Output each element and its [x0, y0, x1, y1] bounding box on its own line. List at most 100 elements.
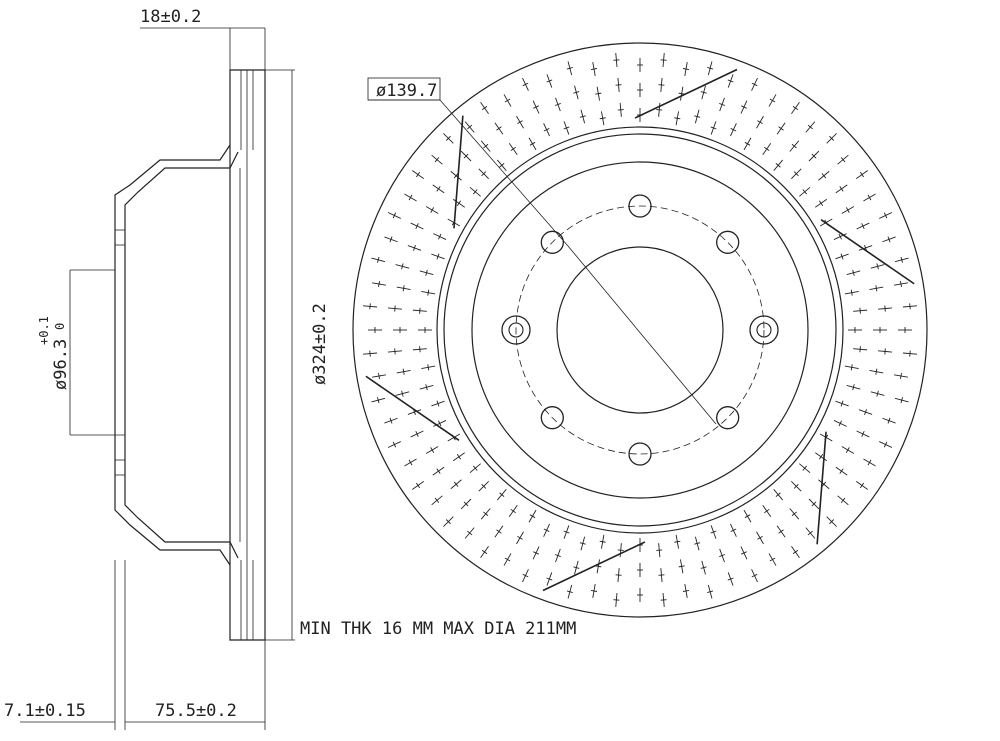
vent-tick-cross	[656, 549, 663, 551]
vent-tick-cross	[481, 483, 487, 489]
vent-tick-cross	[481, 549, 488, 555]
vent-tick-cross	[730, 128, 737, 132]
vent-tick-cross	[413, 409, 416, 416]
vent-tick-cross	[389, 417, 393, 424]
vent-tick-cross	[453, 173, 459, 179]
vent-tick-cross	[707, 590, 714, 593]
vent-tick-cross	[802, 189, 807, 195]
vent-tick-cross	[445, 519, 451, 525]
vent-tick-cross	[401, 263, 404, 270]
vent-tick-cross	[617, 109, 624, 111]
vent-tick-cross	[573, 566, 580, 569]
hat-profile-upper	[114, 144, 231, 270]
flange-thickness-dim: 7.1±0.15	[4, 701, 86, 721]
rotor-slot	[365, 375, 460, 441]
vent-tick-cross	[430, 447, 435, 453]
vent-tick-cross	[852, 269, 855, 276]
vent-tick-cross	[377, 397, 380, 404]
vent-tick-cross	[838, 420, 842, 427]
vent-tick-cross	[884, 348, 886, 355]
vent-tick-cross	[456, 454, 462, 460]
rotor-slot	[634, 68, 738, 119]
vent-tick-cross	[840, 157, 846, 163]
bolt-hole-inner	[508, 322, 524, 338]
vent-tick-cross	[707, 67, 714, 70]
vent-tick-cross	[438, 420, 442, 427]
vent-tick-cross	[554, 103, 561, 106]
vent-tick-cross	[793, 483, 799, 489]
vent-tick-cross	[900, 280, 902, 288]
vent-tick-cross	[751, 573, 758, 578]
vent-hole-pattern	[363, 53, 917, 607]
bolt-hole	[540, 406, 564, 430]
vent-tick-cross	[595, 565, 602, 568]
bolt-hole	[540, 230, 564, 254]
vent-tick-cross	[483, 143, 489, 149]
vent-tick-cross	[419, 307, 421, 314]
vent-tick-cross	[499, 163, 505, 168]
vent-tick-cross	[864, 409, 867, 416]
vent-tick-cross	[660, 59, 667, 61]
bolt-hole-inner	[756, 322, 772, 338]
vent-tick-cross	[430, 207, 435, 213]
vent-tick-cross	[700, 566, 707, 569]
vent-tick-cross	[453, 481, 459, 487]
vent-tick-cross	[369, 303, 371, 310]
vent-tick-cross	[415, 223, 419, 229]
vent-tick-cross	[425, 269, 428, 276]
vent-tick-cross	[909, 350, 911, 357]
vent-tick-cross	[529, 514, 536, 519]
vent-tick-cross	[867, 194, 872, 201]
vent-tick-cross	[682, 68, 690, 70]
vent-tick-cross	[769, 557, 776, 562]
vent-tick-cross	[656, 109, 663, 111]
vent-tick-cross	[700, 91, 707, 94]
vent-tick-cross	[546, 577, 553, 581]
vent-tick-cross	[658, 574, 665, 576]
vent-tick-cross	[369, 350, 371, 357]
vent-tick-cross	[554, 554, 561, 557]
vent-tick-cross	[845, 207, 850, 213]
outer-diameter-dim: ø324±0.2	[310, 303, 330, 385]
vent-tick-cross	[436, 253, 440, 260]
vent-tick-cross	[875, 368, 878, 375]
rotor-slot	[816, 431, 827, 545]
vent-tick-cross	[436, 468, 441, 474]
vent-tick-cross	[434, 157, 440, 163]
vent-tick-cross	[811, 153, 817, 159]
vent-tick-cross	[840, 497, 846, 503]
vent-tick-cross	[775, 163, 781, 168]
rotor-slot	[542, 541, 646, 592]
vent-tick-cross	[504, 98, 511, 103]
min-thk-note: MIN THK 16 MM MAX DIA 211MM	[300, 619, 576, 639]
center-bore-dim: ø96.3	[51, 339, 71, 390]
vent-tick-cross	[613, 59, 620, 61]
vent-tick-cross	[829, 135, 835, 141]
vent-tick-cross	[481, 171, 487, 177]
vent-tick-cross	[744, 514, 751, 519]
vent-tick-cross	[807, 124, 813, 130]
bolt-circle-dim: ø139.7	[376, 81, 437, 101]
vent-tick-cross	[757, 120, 763, 125]
bolt-circle	[515, 205, 765, 455]
vent-tick-cross	[401, 390, 404, 397]
vent-tick-cross	[499, 492, 505, 497]
vent-tick-cross	[818, 454, 824, 460]
vent-tick-cross	[710, 126, 717, 130]
vent-tick-cross	[456, 200, 462, 206]
bolt-hole	[716, 230, 740, 254]
vent-tick-cross	[719, 103, 726, 106]
front-view: ø139.7	[352, 42, 928, 618]
vent-tick-cross	[883, 441, 888, 448]
vent-tick-cross	[394, 305, 396, 312]
vent-tick-cross	[900, 397, 903, 404]
vent-tick-cross	[510, 508, 516, 514]
vent-tick-cross	[741, 551, 747, 555]
vent-tick-cross	[839, 186, 844, 192]
vent-tick-cross	[791, 511, 797, 517]
vent-tick-cross	[413, 244, 416, 251]
vent-tick-cross	[563, 126, 570, 130]
vent-tick-cross	[727, 577, 734, 581]
